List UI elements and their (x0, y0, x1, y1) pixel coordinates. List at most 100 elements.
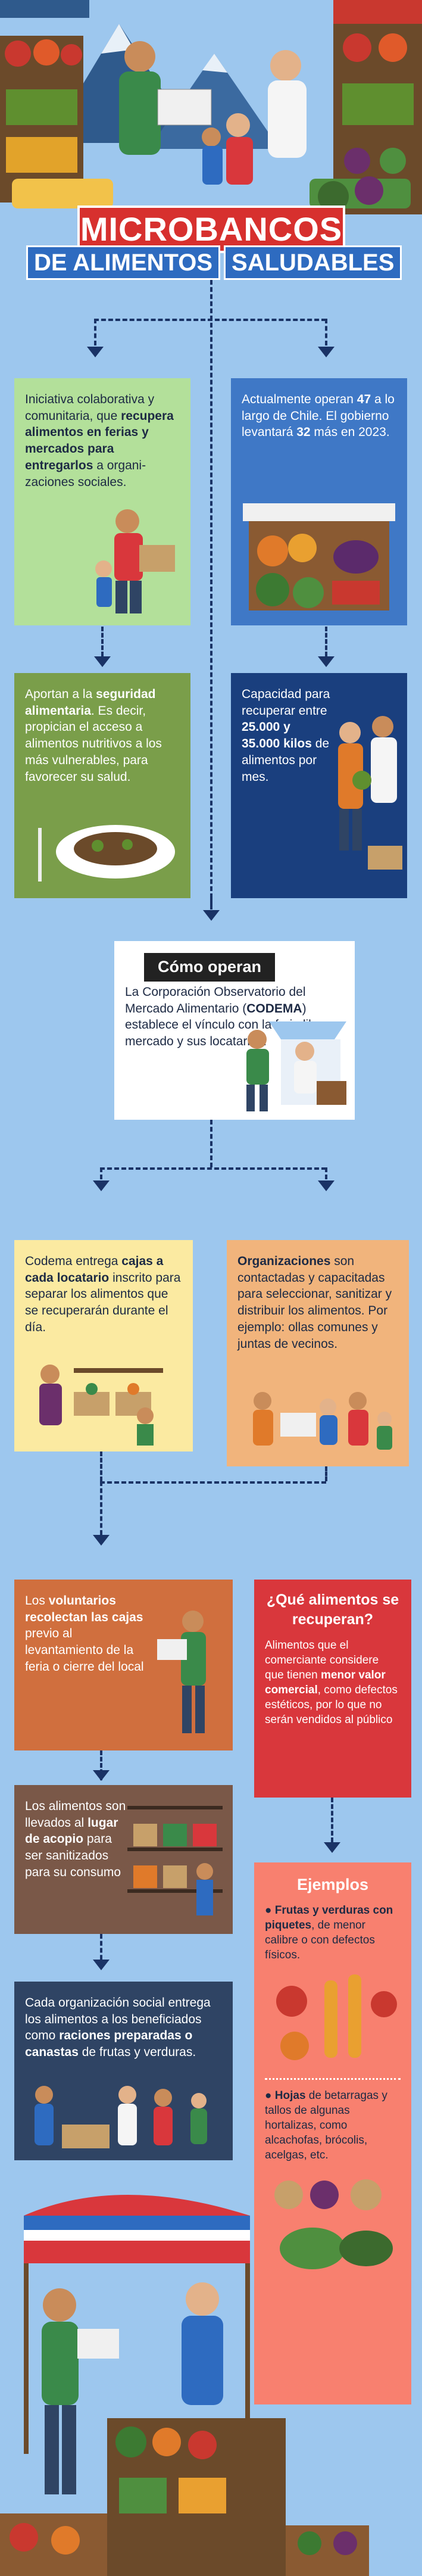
connector (325, 319, 327, 345)
text: son contactadas y capacitadas para selec… (237, 1254, 392, 1351)
card-seguridad: Aportan a la seguridad alimentaria. Es d… (14, 673, 190, 898)
text-bold: 25.000 y 35.000 kilos (242, 720, 312, 751)
card-voluntarios: Los voluntarios recolectan las cajas pre… (14, 1580, 233, 1750)
text: de betarragas y tallos de algunas hortal… (265, 2089, 387, 2162)
divider (265, 2077, 401, 2080)
text: de frutas y verduras. (78, 2045, 196, 2060)
arrow-icon (94, 656, 111, 667)
card-llevados: Los alimentos son llevados al lugar de a… (14, 1785, 233, 1934)
arrow-icon (93, 1180, 110, 1191)
text: de alimentos por mes. (242, 737, 330, 784)
page-title: MICROBANCOS (77, 205, 345, 253)
connector (100, 1167, 326, 1170)
text: Los (25, 1594, 49, 1608)
text: Codema entrega (25, 1254, 122, 1268)
text-bold: raciones preparadas o canastas (25, 2029, 193, 2060)
connector (100, 1451, 102, 1481)
subtitle-part1: DE ALIMENTOS (26, 245, 221, 280)
arrow-icon (93, 1535, 110, 1546)
arrow-icon (93, 1960, 110, 1970)
text: Capacidad para recuperar entre (242, 687, 330, 718)
text-bold: Frutas y verduras con piquetes (265, 1904, 393, 1932)
produce-stand-illustration (243, 503, 395, 610)
text-bold: recupera alimentos en ferias y mercados … (25, 409, 174, 472)
list-item: ● Frutas y verduras con piquetes, de men… (265, 1904, 393, 1961)
card-capacidad: Capacidad para recuperar entre 25.000 y … (231, 673, 407, 898)
connector (210, 898, 212, 916)
text: a organi- zaciones sociales. (25, 458, 146, 489)
text: a lo largo de Chile. El gobierno levanta… (242, 393, 395, 440)
text-bold: CODEMA (246, 1001, 302, 1016)
text-bold: Hojas (274, 2089, 306, 2102)
card-que-alimentos: ¿Qué alimentos se recuperan? Alimentos q… (254, 1580, 411, 1798)
arrow-icon (87, 347, 104, 357)
number: 32 (296, 425, 311, 440)
card-ejemplos: Ejemplos ● Frutas y verduras con piquete… (254, 1862, 411, 2404)
connector (210, 1120, 212, 1167)
text: La Corporación Observatorio del Mercado … (125, 985, 306, 1016)
connector (210, 280, 212, 905)
card-entrega: Cada organización social entrega los ali… (14, 1982, 233, 2160)
community-illustration (253, 1392, 392, 1450)
connector (331, 1798, 333, 1842)
text: previo al levantamiento de la feria o ci… (25, 1627, 144, 1674)
text: inscrito para separar los alimentos que … (25, 1270, 181, 1334)
page-subtitle: DE ALIMENTOS SALUDABLES (26, 245, 402, 280)
section-heading: ¿Qué alimentos se recuperan? (266, 1591, 399, 1628)
text: Cada organización social entrega los ali… (25, 1996, 211, 2043)
text-bold: cajas a cada locatario (25, 1254, 164, 1285)
connector (325, 627, 327, 656)
delivery-illustration (35, 2086, 207, 2148)
text: , de menor calibre o con defectos físico… (265, 1918, 375, 1961)
arrow-icon (324, 1842, 340, 1853)
connector (100, 1167, 102, 1179)
number: 47 (357, 393, 371, 406)
market-stall-illustration (0, 2195, 369, 2576)
card-como-operan: Cómo operan La Corporación Observatorio … (114, 941, 355, 1120)
storage-illustration (127, 1806, 223, 1915)
connector (94, 319, 326, 321)
imperfect-produce-illustration (276, 1974, 397, 2060)
connector (325, 1167, 327, 1179)
section-heading: Ejemplos (296, 1876, 369, 1893)
card-iniciativa: Iniciativa colaborativa y comunitaria, q… (14, 378, 190, 625)
text: Los alimentos son llevados al (25, 1799, 126, 1830)
text: . Es decir, propician el acceso a alimen… (25, 703, 162, 784)
connector (100, 1481, 326, 1484)
text: , como defectos estéticos, por lo que no… (265, 1684, 398, 1727)
card-organizaciones: Organizaciones son contactadas y capacit… (227, 1240, 409, 1466)
section-heading: Cómo operan (144, 953, 275, 982)
arrow-icon (318, 347, 335, 357)
text: Iniciativa colaborativa y comunitaria, q… (25, 393, 155, 423)
text: Aportan a la (25, 687, 96, 701)
connector (94, 319, 96, 345)
text-bold: seguridad alimentaria (25, 687, 156, 718)
text: para ser sanitizados para su consumo (25, 1832, 121, 1879)
connector (100, 1481, 102, 1535)
text: más en 2023. (310, 425, 390, 440)
arrow-icon (318, 1180, 335, 1191)
card-cajas: Codema entrega cajas a cada locatario in… (14, 1240, 193, 1451)
arrow-icon (93, 1770, 110, 1781)
text-bold: lugar de acopio (25, 1815, 118, 1846)
text: Actualmente operan (242, 393, 357, 406)
volunteer-illustration (95, 509, 175, 613)
card-operan: Actualmente operan 47 a lo largo de Chil… (231, 378, 407, 625)
text: Alimentos que el comerciante considere q… (265, 1639, 379, 1682)
text-bold: menor valor comercial (265, 1669, 386, 1697)
header-illustration (0, 0, 422, 298)
arrow-icon (318, 656, 335, 667)
boxes-illustration (39, 1365, 163, 1446)
market-meeting-illustration (246, 1021, 346, 1111)
connector (100, 1934, 102, 1967)
arrow-icon (203, 910, 220, 921)
list-item: ● Hojas de betarragas y tallos de alguna… (265, 2089, 387, 2162)
connector (325, 1466, 327, 1481)
leaves-illustration (274, 2179, 393, 2270)
subtitle-part2: SALUDABLES (224, 245, 402, 280)
food-plate-illustration (38, 825, 175, 881)
volunteer-box-illustration (157, 1611, 206, 1733)
connector (100, 1750, 102, 1780)
text-bold: Organizaciones (237, 1254, 331, 1268)
vendors-illustration (338, 716, 402, 870)
